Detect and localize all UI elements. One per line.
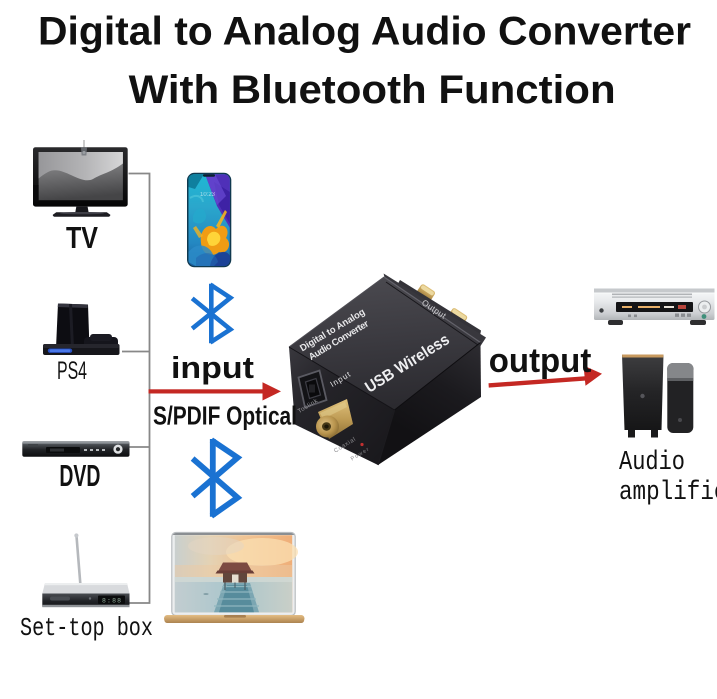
svg-text:DVD: DVD: [59, 458, 100, 493]
svg-text:Digital to Analog Audio Conver: Digital to Analog Audio Converter: [38, 10, 691, 54]
svg-text:TV: TV: [66, 220, 98, 255]
svg-text:input: input: [171, 350, 254, 385]
svg-text:amplifier: amplifier: [619, 478, 717, 508]
svg-text:output: output: [489, 342, 592, 380]
svg-text:Audio: Audio: [619, 448, 685, 478]
svg-text:Set-top box: Set-top box: [20, 613, 153, 643]
svg-text:PS4: PS4: [57, 357, 87, 385]
svg-text:10:23: 10:23: [200, 192, 216, 198]
svg-text:8:88: 8:88: [102, 598, 121, 605]
svg-text:S/PDIF Optical: S/PDIF Optical: [153, 401, 297, 431]
svg-text:With Bluetooth Function: With Bluetooth Function: [129, 68, 616, 112]
